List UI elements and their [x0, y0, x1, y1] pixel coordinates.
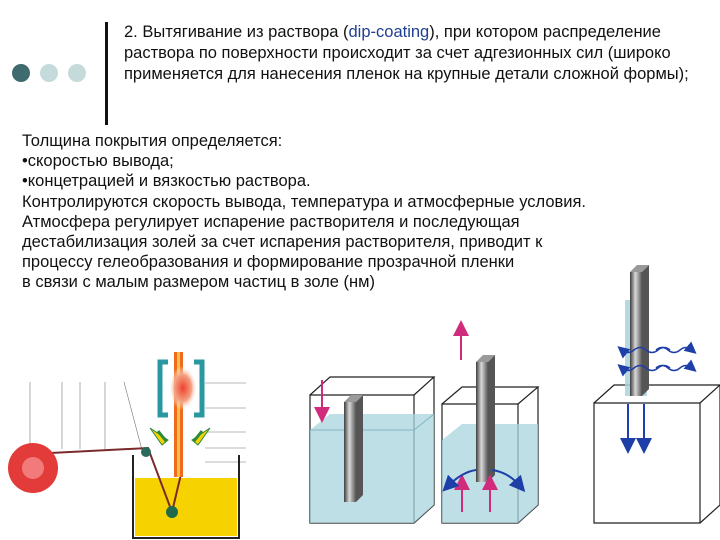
stage-evaporation	[593, 265, 720, 524]
substrate-plate-icon	[344, 402, 356, 502]
body-line-5: Атмосфера регулирует испарение растворит…	[22, 212, 520, 231]
heading-term: dip-coating	[348, 23, 430, 41]
body-line-3: •концетрацией и вязкостью раствора.	[22, 172, 311, 191]
heater-bracket-left	[157, 359, 168, 418]
stage-withdrawal	[441, 320, 540, 524]
heater-bracket-right	[194, 359, 205, 418]
body-line-4: Контролируются скорость вывода, температ…	[22, 192, 586, 211]
heading-suffix: ), при котором распределение раствора по…	[124, 23, 689, 83]
coating-apparatus	[8, 352, 246, 539]
substrate-plate-icon-2	[476, 362, 488, 482]
submerged-roller	[166, 506, 178, 518]
body-line-2: •скоростью вывода;	[22, 152, 174, 171]
body-line-6: дестабилизация золей за счет испарения р…	[22, 233, 543, 252]
decorative-dot-1	[12, 64, 30, 82]
heading-divider	[105, 22, 108, 125]
body-text: Толщина покрытия определяется: •скорость…	[22, 131, 720, 293]
guide-roller	[141, 447, 151, 457]
body-line-1: Толщина покрытия определяется:	[22, 132, 283, 150]
solution-bath	[135, 478, 237, 536]
decorative-dot-2	[40, 64, 58, 82]
heater-flame	[169, 366, 197, 410]
slide-heading: 2. Вытягивание из раствора (dip-coating)…	[124, 22, 714, 85]
heading-prefix: 2. Вытягивание из раствора (	[124, 23, 349, 41]
body-line-7: процессу гелеобразования и формирование …	[22, 253, 515, 272]
solution-tank	[310, 414, 434, 523]
stage-immersion	[309, 376, 436, 524]
body-line-8: в связи с малым размером частиц в золе (…	[22, 273, 375, 292]
decorative-dots	[12, 64, 86, 82]
decorative-dot-3	[68, 64, 86, 82]
